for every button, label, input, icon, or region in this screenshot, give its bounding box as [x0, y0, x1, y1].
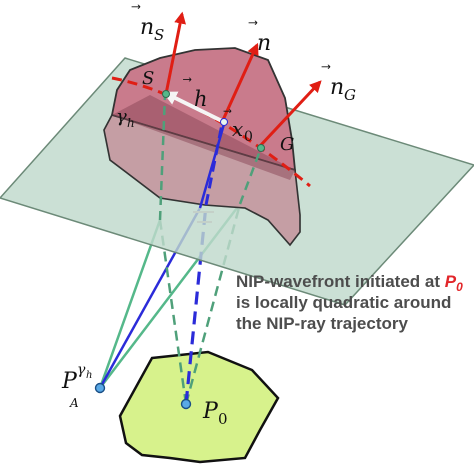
- label-n-s-vec: ⃗: [131, 4, 141, 9]
- label-x0-sub: 0: [244, 129, 253, 145]
- caption: NIP-wavefront initiated at P0 is locally…: [236, 272, 463, 333]
- label-gamma-h: γ h: [116, 106, 135, 130]
- dashed-green-ray-g: [184, 203, 242, 405]
- label-n: n ⃗: [248, 20, 271, 56]
- label-pa-sub: A: [69, 396, 79, 410]
- label-gamma-sub: h: [127, 116, 135, 130]
- label-g: G: [280, 134, 294, 155]
- point-s: [162, 90, 170, 98]
- label-n-vec: ⃗: [248, 20, 258, 25]
- label-pa-sup-sub: h: [86, 370, 92, 381]
- caption-line-1-highlight-sub: 0: [456, 280, 463, 294]
- intersection-band: [112, 95, 295, 180]
- caption-line-2: is locally quadratic around: [236, 293, 451, 312]
- label-n-g-base: n: [330, 75, 344, 100]
- label-n-s-sub: S: [154, 26, 164, 44]
- label-n-g: n ⃗ G: [321, 64, 356, 104]
- normal-arrow-x0: [221, 42, 259, 121]
- dashed-green-ray-g-upper: [238, 147, 263, 205]
- point-x0: [220, 118, 228, 126]
- h-vector-arrow: [162, 91, 225, 124]
- caption-line-1-prefix: NIP-wavefront initiated at: [236, 272, 445, 291]
- label-s: S: [142, 68, 154, 89]
- normal-arrow-g: [258, 80, 322, 148]
- label-x0-base: x: [232, 117, 243, 141]
- green-ray-to-s: [98, 219, 162, 389]
- normal-arrow-s: [164, 11, 187, 95]
- dashed-green-ray-s-upper: [158, 94, 167, 221]
- label-n-g-vec: ⃗: [321, 64, 331, 69]
- label-pa: P γ h A: [61, 362, 92, 410]
- label-p0: P 0: [202, 399, 228, 428]
- label-h-base: h: [194, 87, 208, 111]
- label-pa-sup: γ: [77, 362, 86, 378]
- caption-line-1: NIP-wavefront initiated at P0: [236, 272, 463, 294]
- label-n-s-base: n: [140, 15, 154, 40]
- source-surface: [118, 350, 280, 464]
- point-p0: [180, 398, 192, 410]
- label-p0-base: P: [202, 399, 219, 424]
- label-n-g-sub: G: [344, 86, 356, 104]
- caption-line-1-highlight: P: [445, 272, 457, 291]
- label-n-base: n: [257, 31, 271, 56]
- label-gamma-base: γ: [116, 106, 127, 127]
- label-pa-base: P: [61, 369, 78, 394]
- label-p0-sub: 0: [218, 410, 228, 428]
- dashed-blue-ray-upper: [204, 123, 224, 206]
- caption-line-3: the NIP-ray trajectory: [236, 314, 408, 333]
- reflector-surface-through-plane: [103, 114, 301, 247]
- point-g: [257, 144, 265, 152]
- label-n-s: n ⃗ S: [131, 4, 164, 44]
- point-pa: [94, 382, 106, 394]
